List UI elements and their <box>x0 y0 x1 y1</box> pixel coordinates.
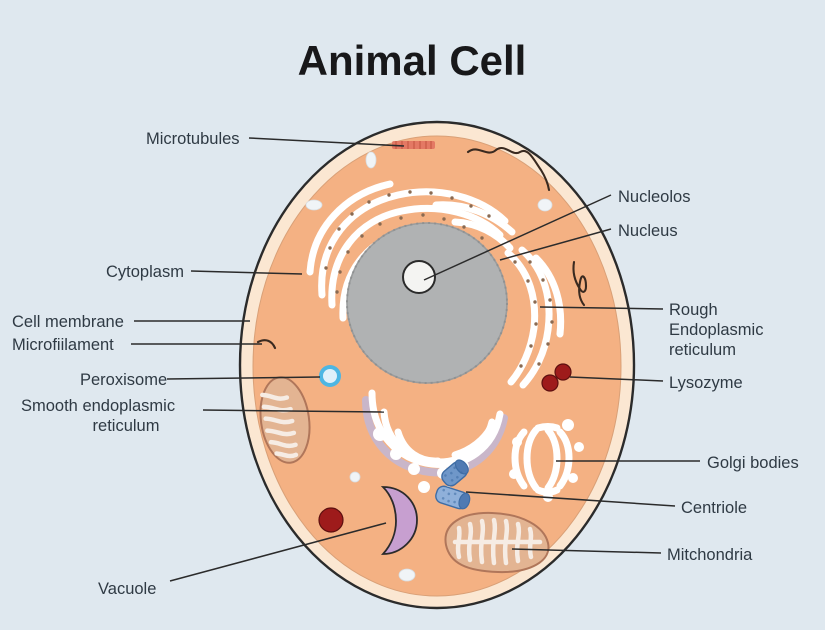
label-nucleus: Nucleus <box>618 222 678 240</box>
mitochondrion-left <box>259 376 311 464</box>
peroxisome <box>319 365 341 387</box>
leader-cytoplasm <box>190 270 303 275</box>
page-title: Animal Cell <box>298 37 527 84</box>
label-vacuole: Vacuole <box>98 580 156 598</box>
golgi-bodies <box>511 423 573 496</box>
mitochondrion-bottom <box>444 511 550 574</box>
leader-lysozyme <box>569 376 664 382</box>
microfilament-squiggle-top <box>466 147 551 192</box>
leader-lines <box>131 137 700 582</box>
label-centriole: Centriole <box>681 499 747 517</box>
lysosome <box>318 507 344 533</box>
leader-rough-er <box>539 306 664 310</box>
label-mitochondria: Mitchondria <box>667 546 753 564</box>
label-rough-endoplasmic-reticulum: Rough Endoplasmic reticulum <box>669 301 763 359</box>
nucleus <box>346 222 508 384</box>
centriole <box>435 459 471 510</box>
microfilament-squiggle-left <box>256 339 277 350</box>
leader-smooth-er <box>202 409 385 413</box>
label-rough-er-line1: Rough <box>669 301 718 319</box>
label-smooth-er-line2: reticulum <box>93 417 160 435</box>
leader-peroxisome <box>166 376 321 380</box>
label-rough-er-line3: reticulum <box>669 341 736 359</box>
label-lysozyme: Lysozyme <box>669 374 743 392</box>
leader-nucleolus <box>423 194 612 281</box>
label-peroxisome: Peroxisome <box>80 371 167 389</box>
leader-vacuole <box>169 522 387 582</box>
rough-er-right-ribosomes <box>513 260 554 368</box>
label-cytoplasm: Cytoplasm <box>106 263 184 281</box>
leader-centriole <box>465 491 676 507</box>
lysozyme <box>541 363 572 392</box>
label-microfilament: Microfiilament <box>12 336 114 354</box>
leader-mitochondria <box>511 548 662 554</box>
label-golgi-bodies: Golgi bodies <box>707 454 799 472</box>
label-smooth-endoplasmic-reticulum: Smooth endoplasmic reticulum <box>21 397 175 435</box>
label-smooth-er-line1: Smooth endoplasmic <box>21 397 175 415</box>
leader-nucleus <box>499 228 612 261</box>
label-microtubules: Microtubules <box>146 130 240 148</box>
label-cell-membrane: Cell membrane <box>12 313 124 331</box>
smooth-endoplasmic-reticulum <box>362 389 508 477</box>
cytoplasm-vesicles <box>305 151 553 582</box>
microfilament-squiggle-right <box>572 260 588 307</box>
nucleolus <box>402 260 436 294</box>
rough-endoplasmic-reticulum <box>306 180 516 322</box>
golgi-vesicles <box>509 419 584 502</box>
label-rough-er-line2: Endoplasmic <box>669 321 763 339</box>
vacuole <box>380 486 418 555</box>
label-nucleolus: Nucleolos <box>618 188 690 206</box>
leader-microtubules <box>248 137 405 147</box>
nuclear-envelope <box>346 222 508 384</box>
